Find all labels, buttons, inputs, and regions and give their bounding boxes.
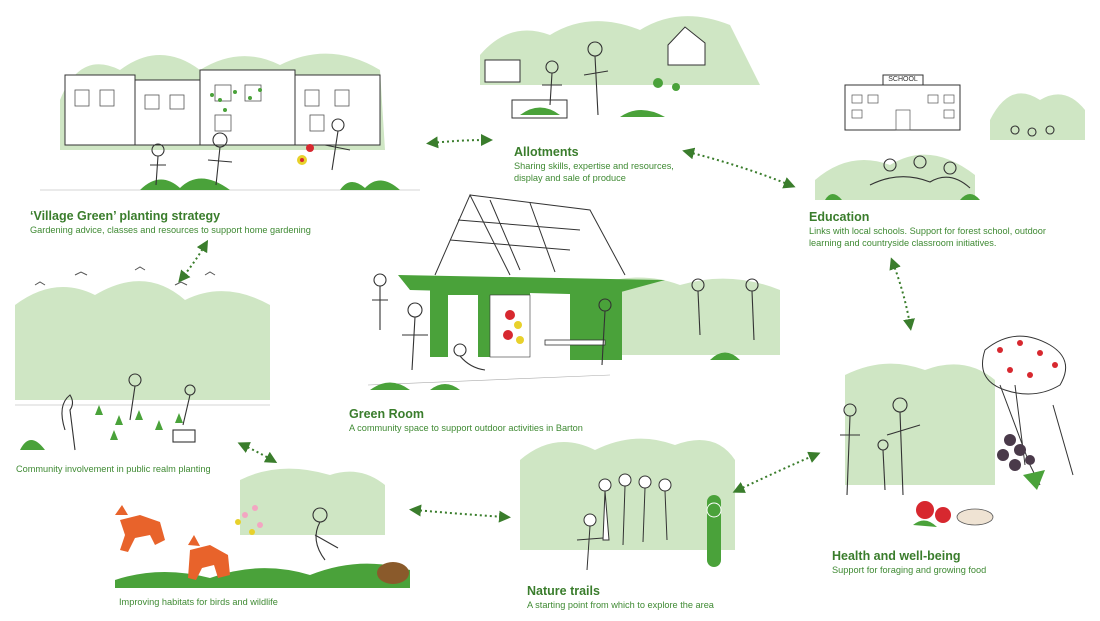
arrow-habitats-trails [415,510,505,517]
arrow-allotments-education [688,152,790,185]
allotments-desc-line2: display and sale of produce [514,172,674,184]
green-room-title: Green Room [349,407,583,422]
habitats-caption: Improving habitats for birds and wildlif… [119,596,278,608]
arrow-village-allotments [432,140,487,143]
education-desc-line2: learning and countryside classroom initi… [809,237,1046,249]
arrow-education-health [893,263,910,325]
village-green-label: ‘Village Green’ planting strategy Garden… [30,209,311,236]
health-label: Health and well-being Support for foragi… [832,549,986,576]
village-green-desc: Gardening advice, classes and resources … [30,224,311,236]
arrow-community-habitats [243,445,272,460]
arrow-trails-health [738,455,815,490]
green-room-desc: A community space to support outdoor act… [349,422,583,434]
green-room-label: Green Room A community space to support … [349,407,583,434]
nature-trails-desc: A starting point from which to explore t… [527,599,714,611]
health-desc: Support for foraging and growing food [832,564,986,576]
allotments-label: Allotments Sharing skills, expertise and… [514,145,674,184]
education-label: Education Links with local schools. Supp… [809,210,1046,249]
village-green-title: ‘Village Green’ planting strategy [30,209,311,224]
arrow-village-community [182,245,205,278]
nature-trails-title: Nature trails [527,584,714,599]
health-title: Health and well-being [832,549,986,564]
community-caption: Community involvement in public realm pl… [16,463,211,475]
education-desc-line1: Links with local schools. Support for fo… [809,225,1046,237]
allotments-title: Allotments [514,145,674,160]
allotments-desc-line1: Sharing skills, expertise and resources, [514,160,674,172]
education-title: Education [809,210,1046,225]
nature-trails-label: Nature trails A starting point from whic… [527,584,714,611]
